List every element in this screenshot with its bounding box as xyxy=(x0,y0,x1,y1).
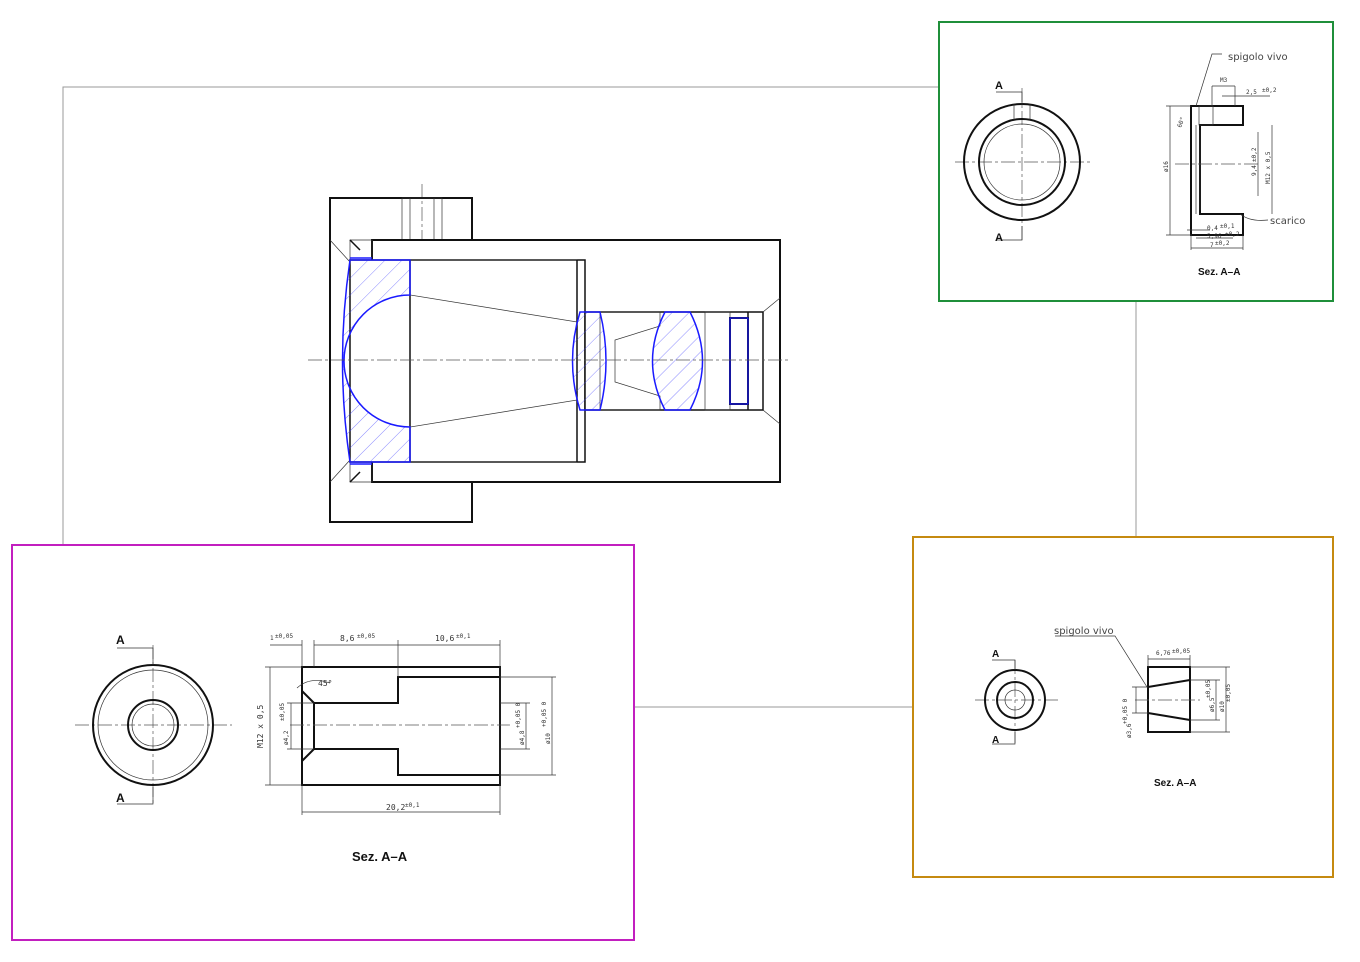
dim-2-5-tol: ±0,2 xyxy=(1262,87,1277,94)
lens-elements xyxy=(341,257,749,465)
dim-1-tol: ±0,05 xyxy=(275,633,293,640)
dim-dia-16: ø16 xyxy=(1163,161,1170,172)
dim-m3: M3 xyxy=(1220,77,1228,84)
section-caption: Sez. A–A xyxy=(352,849,408,864)
dim-10-6: 10,6 xyxy=(435,634,454,643)
dim-5-96-tol: ±0,2 xyxy=(1225,231,1240,238)
dim-dia-3-6-tol: +0,05 0 xyxy=(1122,698,1129,724)
dim-dia-10-tol: ±0,05 xyxy=(1225,684,1232,702)
section-mark-top: A xyxy=(992,649,999,660)
section-mark-top: A xyxy=(995,80,1003,92)
dim-dia-10: ø10 xyxy=(545,733,552,744)
callout-relief: scarico xyxy=(1270,216,1305,227)
section-caption: Sez. A–A xyxy=(1198,267,1240,278)
dim-8-6: 8,6 xyxy=(340,634,355,643)
dim-6-76-tol: ±0,05 xyxy=(1172,648,1190,655)
dim-dia-4-2: ø4,2 xyxy=(283,730,290,745)
detail-frame-top-right: A A spigolo vivo scarico M3 2,5 ±0,2 60°… xyxy=(938,21,1334,302)
dim-thread-m12: M12 x 0,5 xyxy=(256,704,265,748)
detail-frame-bottom-left: A A M12 x 0,5 ø4,2 ±0,05 ø4,8 +0,05 0 ø1… xyxy=(11,544,635,941)
dim-angle-45: 45° xyxy=(318,679,332,688)
dim-9-4: 9,4 xyxy=(1251,165,1258,176)
section-caption: Sez. A–A xyxy=(1154,778,1196,789)
section-mark-bottom: A xyxy=(116,791,125,805)
dim-2-5: 2,5 xyxy=(1246,89,1257,96)
dim-angle-60: 60° xyxy=(1176,116,1186,129)
dim-dia-6-5: ø6,5 xyxy=(1209,697,1216,712)
leader-connectors xyxy=(62,86,1137,708)
dim-dia-10-tol: +0,05 0 xyxy=(541,701,548,727)
dim-thread-m12: M12 x 0,5 xyxy=(1265,151,1272,184)
section-mark-bottom: A xyxy=(995,232,1003,244)
dim-20-2: 20,2 xyxy=(386,803,405,812)
dim-8-6-tol: ±0,05 xyxy=(357,633,375,640)
section-mark-top: A xyxy=(116,633,125,647)
dim-0-4-tol: ±0,1 xyxy=(1220,223,1235,230)
dim-dia-10: ø10 xyxy=(1219,701,1226,712)
callout-sharp-edge: spigolo vivo xyxy=(1228,52,1288,63)
dim-9-4-tol: ±0,2 xyxy=(1251,147,1258,162)
dim-7: 7 xyxy=(1210,242,1214,249)
dim-6-76: 6,76 xyxy=(1156,650,1171,657)
dim-dia-3-6: ø3,6 xyxy=(1126,723,1133,738)
dim-7-tol: ±0,2 xyxy=(1215,240,1230,247)
main-assembly-section xyxy=(308,184,790,523)
dim-0-4: 0,4 xyxy=(1207,225,1218,232)
dim-1: 1 xyxy=(270,635,274,642)
dim-dia-4-8: ø4,8 xyxy=(519,730,526,745)
dim-dia-4-2-tol: ±0,05 xyxy=(279,703,286,721)
dim-10-6-tol: ±0,1 xyxy=(456,633,471,640)
callout-sharp-edge: spigolo vivo xyxy=(1054,626,1114,637)
detail-frame-bottom-right: A A spigolo vivo 6,76 ±0,05 ø6,5 ±0,05 ø… xyxy=(912,536,1334,878)
dim-20-2-tol: ±0,1 xyxy=(405,802,420,809)
dim-dia-4-8-tol: +0,05 0 xyxy=(515,702,522,728)
section-mark-bottom: A xyxy=(992,735,999,746)
dim-5-96: 5,96 xyxy=(1207,233,1222,240)
dim-dia-6-5-tol: ±0,05 xyxy=(1205,680,1212,698)
